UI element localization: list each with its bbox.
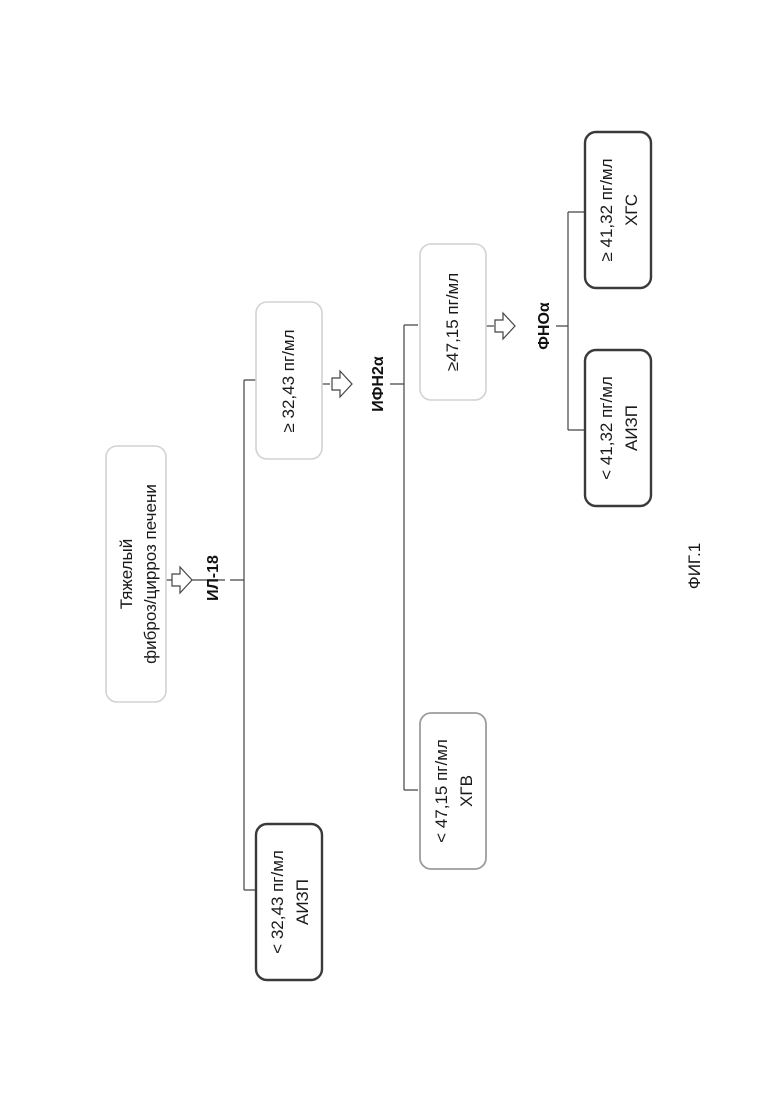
node-tnf-high: ≥ 41,32 пг/мл ХГС bbox=[585, 132, 651, 288]
edge-il18-split bbox=[230, 380, 257, 890]
edge-ifn-split bbox=[390, 325, 418, 790]
node-ifn-low: < 47,15 пг/мл ХГВ bbox=[420, 713, 486, 869]
marker-ifn: ИФН2α bbox=[370, 356, 387, 412]
marker-il18: ИЛ-18 bbox=[205, 555, 222, 601]
node-il18-low-line-1: < 32,43 пг/мл bbox=[268, 850, 287, 954]
node-ifn-high-line-1: ≥47,15 пг/мл bbox=[443, 273, 462, 371]
root-node: Тяжелый фиброз/цирроз печени bbox=[106, 446, 166, 702]
marker-tnf: ФНОα bbox=[536, 302, 553, 350]
node-tnf-low-line-1: < 41,32 пг/мл bbox=[597, 376, 616, 480]
node-il18-high: ≥ 32,43 пг/мл bbox=[256, 302, 322, 459]
root-label-line-1: Тяжелый bbox=[117, 539, 136, 610]
node-ifn-high: ≥47,15 пг/мл bbox=[420, 244, 486, 400]
figure-caption: ФИГ.1 bbox=[685, 543, 704, 589]
node-il18-low-line-2: АИЗП bbox=[293, 879, 312, 925]
arrow-down-icon bbox=[495, 313, 515, 339]
arrow-down-icon bbox=[172, 567, 192, 593]
node-ifn-low-line-1: < 47,15 пг/мл bbox=[432, 739, 451, 843]
node-il18-high-line-1: ≥ 32,43 пг/мл bbox=[279, 329, 298, 432]
node-ifn-low-line-2: ХГВ bbox=[457, 775, 476, 807]
node-tnf-high-line-2: ХГС bbox=[622, 194, 641, 226]
marker-tnf-label: ФНОα bbox=[536, 302, 553, 350]
root-label-line-2: фиброз/цирроз печени bbox=[141, 484, 160, 664]
marker-il18-label: ИЛ-18 bbox=[205, 555, 222, 601]
arrow-down-icon bbox=[332, 371, 352, 397]
node-tnf-high-line-1: ≥ 41,32 пг/мл bbox=[597, 158, 616, 261]
node-tnf-low-line-2: АИЗП bbox=[622, 405, 641, 451]
edge-tnf-split bbox=[556, 212, 585, 430]
connectors bbox=[161, 212, 585, 890]
node-il18-low: < 32,43 пг/мл АИЗП bbox=[256, 824, 322, 980]
node-tnf-low: < 41,32 пг/мл АИЗП bbox=[585, 350, 651, 506]
marker-ifn-label: ИФН2α bbox=[370, 356, 387, 412]
figure-caption-label: ФИГ.1 bbox=[685, 543, 704, 589]
